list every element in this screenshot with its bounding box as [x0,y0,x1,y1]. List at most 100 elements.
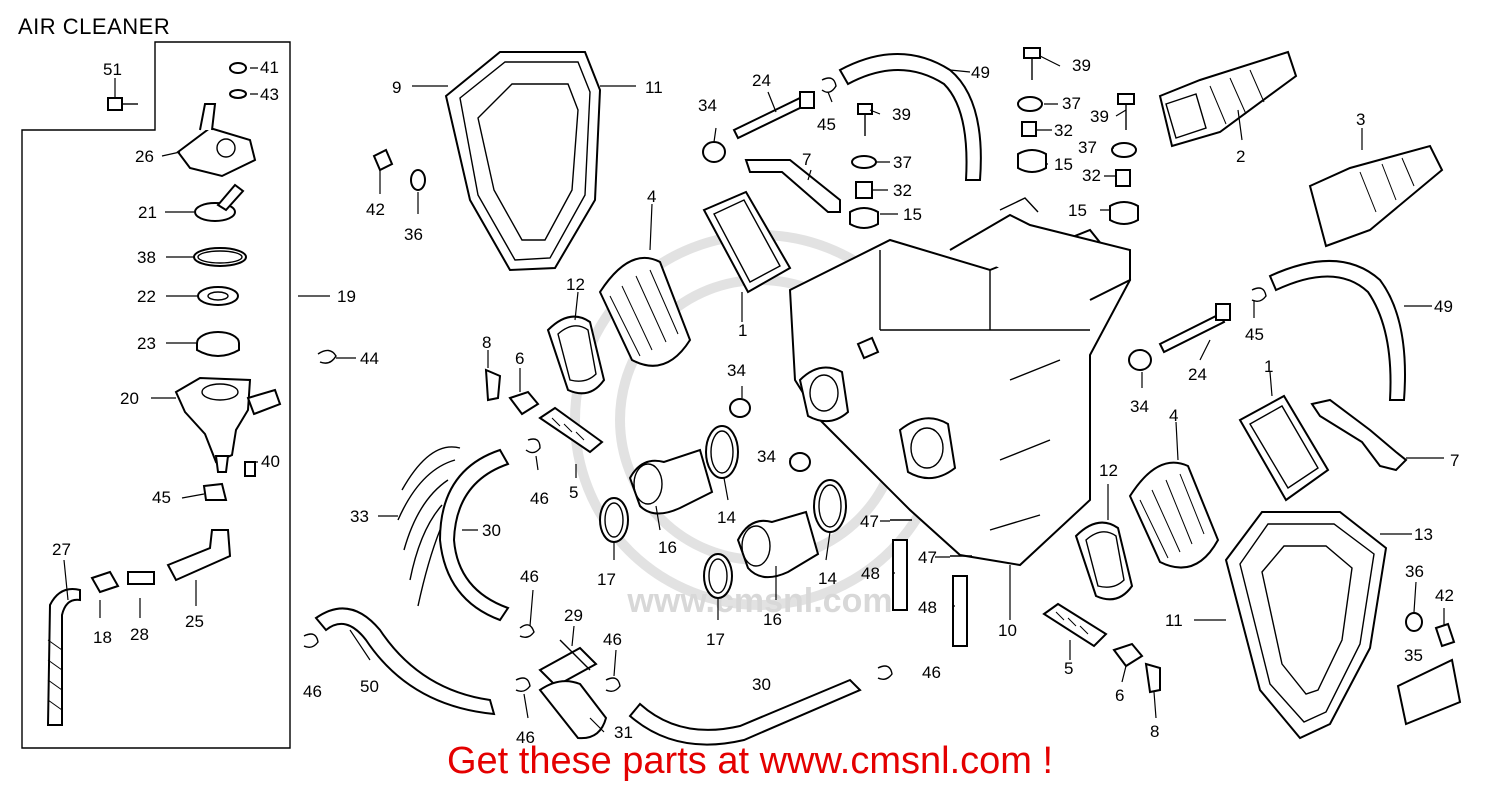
part-21-valve [194,183,245,222]
callout-32-right: 32 [1082,166,1101,185]
callout-13: 13 [1414,525,1433,544]
callout-34-right: 34 [1130,397,1149,416]
callout-39-mid: 39 [1072,56,1091,75]
callout-43: 43 [260,85,279,104]
part-26-cover [176,103,257,178]
part-24-bolt-right [1158,303,1231,354]
part-6-block-right [1112,642,1144,668]
callout-1-left: 1 [738,321,747,340]
part-45-clip-right [1251,287,1267,303]
callout-6-right: 6 [1115,686,1124,705]
part-45-clip-left [202,482,228,501]
part-24-bolt-left [732,91,815,140]
callout-20: 20 [120,389,139,408]
callout-10: 10 [998,621,1017,640]
callout-48-b: 48 [918,598,937,617]
callout-6-left: 6 [515,349,524,368]
callout-46-a: 46 [530,489,549,508]
callout-labels: 51 41 43 26 21 38 22 19 23 20 40 45 27 1… [52,56,1459,747]
page-title: AIR CLEANER [18,14,171,39]
callout-41: 41 [260,58,279,77]
part-34-washer-top [702,141,726,163]
part-45-clip-top [821,77,837,93]
part-34-washer-right [1128,349,1152,371]
part-41-43-nuts [229,62,247,99]
callout-42-left: 42 [366,200,385,219]
callout-45-right: 45 [1245,325,1264,344]
part-42-36-grommets-left [372,148,426,191]
part-13-11-element-cover-right [1224,511,1388,740]
part-17-ring-a [599,497,629,543]
callout-24-left: 24 [752,71,771,90]
callout-39-left: 39 [892,105,911,124]
part-39-37-32-15-stacks-right [1017,47,1139,225]
callout-5-right: 5 [1064,659,1073,678]
part-9-11-element-cover [444,51,602,272]
callout-45-top: 45 [817,115,836,134]
callout-14-a: 14 [717,508,736,527]
part-46-clips [303,438,893,693]
callout-46-c: 46 [303,682,322,701]
callout-5-left: 5 [569,483,578,502]
callout-34-mid-a: 34 [727,361,746,380]
part-1-foam-right [1238,394,1330,502]
callout-8-left: 8 [482,333,491,352]
part-8-clip-right [1144,662,1161,694]
callout-49-top: 49 [971,63,990,82]
part-30-hose-left [438,448,510,622]
callout-36-right: 36 [1405,562,1424,581]
callout-22: 22 [137,287,156,306]
part-7-bracket-left [744,159,841,213]
callout-2: 2 [1236,147,1245,166]
callout-46-d: 46 [603,630,622,649]
part-27-drain-tube [46,588,81,726]
part-36-42-grommets-right [1405,612,1456,648]
part-31-clamp [538,680,608,740]
part-39-37-32-15-stack-left [849,103,879,229]
part-50-hose [314,607,496,716]
callout-30-bottom: 30 [752,675,771,694]
callout-21: 21 [138,203,157,222]
promo-link[interactable]: Get these parts at www.cmsnl.com ! [446,740,1054,782]
callout-48-a: 48 [861,564,880,583]
part-47-clamps [890,519,972,557]
callout-40: 40 [261,452,280,471]
part-51-bolt [107,97,138,111]
part-4-filter-left [598,256,692,367]
callout-12-left: 12 [566,275,585,294]
part-16-funnel-b [736,510,820,579]
part-16-funnel-a [628,448,714,515]
part-12-seal-right [1074,521,1134,601]
callout-37-left: 37 [893,153,912,172]
callout-30-left: 30 [482,521,501,540]
part-6-block-left [508,390,540,416]
part-49-hose-top [838,53,982,181]
callout-26: 26 [135,147,154,166]
callout-15-left: 15 [903,205,922,224]
part-28-joint [127,571,155,585]
callout-46-f: 46 [922,663,941,682]
callout-17-b: 17 [706,630,725,649]
callout-1-right: 1 [1264,357,1273,376]
callout-7-left: 7 [802,150,811,169]
callout-19: 19 [337,287,356,306]
part-2-intake-duct [1158,50,1298,148]
callout-33: 33 [350,507,369,526]
part-5-foam-strip-left [538,406,604,454]
watermark-text: www.cmsnl.com [626,582,892,620]
callout-9: 9 [392,78,401,97]
callout-46-e: 46 [516,728,535,747]
callout-25: 25 [185,612,204,631]
callout-3: 3 [1356,110,1365,129]
callout-4-left: 4 [647,187,656,206]
callout-46-b: 46 [520,567,539,586]
callout-32-mid: 32 [1054,121,1073,140]
part-5-foam-strip-right [1042,602,1108,648]
part-18-clamp [90,570,120,594]
part-44-clip [317,349,337,364]
part-14-ring-b [813,479,847,533]
callout-27: 27 [52,540,71,559]
callout-31: 31 [614,723,633,742]
